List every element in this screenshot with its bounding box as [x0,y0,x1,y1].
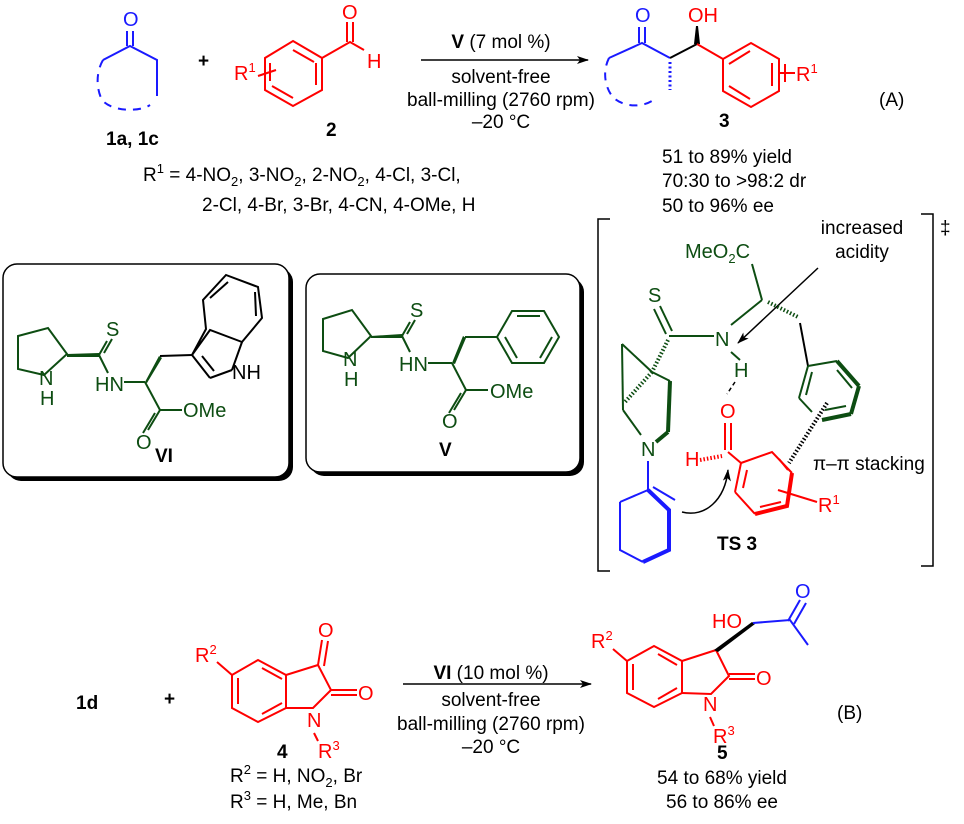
result-yield: 54 to 68% yield [657,768,787,789]
scheme-a: O 1a, 1c + O H R1 2 V (7 mol %) [96,2,904,217]
atom-nh: NH [232,362,261,384]
atom-h: H [344,369,358,391]
arrow-condition-3: –20 °C [472,112,530,133]
result-yield: 51 to 89% yield [662,147,792,168]
atom-oh: OH [688,5,718,27]
catalyst-v-structure: S HN N H OMe O [322,300,561,433]
atom-o-lactam: O [358,683,374,705]
atom-n: N [703,694,717,716]
r1-definition: R1 = 4-NO2, 3-NO2, 2-NO2, 4-Cl, 3-Cl, 2-… [143,161,475,216]
ts-label: TS 3 [717,534,757,555]
bracket-right [921,213,934,567]
atom-hn: HN [95,374,124,396]
reactant-1-ketone: O 1a, 1c [96,9,159,150]
reaction-arrow-a: V (7 mol %) solvent-free ball-milling (2… [407,32,595,133]
substituent-r1: R1 [234,60,256,85]
compound-label-4: 4 [277,742,288,763]
atom-o-ketone: O [795,581,811,603]
product-5-results: 54 to 68% yield 56 to 86% ee [657,768,787,813]
atom-h-amide: H [734,360,748,382]
r-definitions-b: R2 = H, NO2, Br R3 = H, Me, Bn [230,762,363,813]
arrow-condition-2: ball-milling (2760 rpm) [407,90,595,111]
catalyst-label-vi: VI [155,446,173,467]
atom-ome: OMe [490,381,533,403]
result-ee: 50 to 96% ee [662,196,774,217]
atom-ome: OMe [183,400,226,422]
substituent-r3: R3 [318,738,340,763]
atom-o: O [720,401,736,423]
atom-o: O [123,9,139,31]
substituent-r2: R2 [195,642,217,667]
pi-stacking-bond [787,401,829,465]
atom-o-lactam: O [756,668,772,690]
catalyst-vi-structure: S HN N H NH OMe O [17,273,264,454]
transition-state-ts3: ‡ increased acidity MeO2C S N H N [597,213,951,572]
arrow-condition-1: solvent-free [441,690,540,711]
atom-s: S [648,285,661,307]
atom-h-ald: H [685,449,699,471]
catalyst-label-v: V [439,440,452,461]
result-ee: 56 to 86% ee [666,792,778,813]
product-5: O N HO O R2 R3 5 [591,581,811,764]
compound-label-5: 5 [717,743,728,764]
r2-definition: R2 = H, NO2, Br [230,762,363,790]
bracket-left [597,218,610,572]
scheme-label-b: (B) [837,703,862,724]
atom-s: S [410,300,423,322]
compound-label-3: 3 [719,111,730,132]
atom-o: O [442,411,458,433]
atom-o: O [136,432,152,454]
catalyst-box-vi: S HN N H NH OMe O VI [2,263,293,481]
atom-hn: HN [399,354,428,376]
atom-o: O [635,5,651,27]
reactant-label-1d: 1d [76,693,98,714]
r3-definition: R3 = H, Me, Bn [230,788,357,813]
substituent-r3: R3 [713,723,735,748]
substituent-r2: R2 [591,628,613,653]
attack-arrow [681,469,731,514]
reactant-2-benzaldehyde: O H R1 2 [234,2,381,141]
atom-n-amide: N [715,329,729,351]
plus-sign: + [164,689,175,710]
product-3: O OH R1 3 [604,5,818,132]
plus-sign: + [198,51,209,72]
atom-s: S [106,319,119,341]
atom-n: N [343,349,357,371]
result-dr: 70:30 to >98:2 dr [662,171,807,192]
atom-o: O [342,2,358,24]
atom-ho: HO [712,611,742,633]
arrow-catalyst-label: VI (10 mol %) [433,663,548,684]
atom-n: N [39,368,53,390]
annotation-acidity-1: increased [821,218,903,239]
arrow-condition-2: ball-milling (2760 rpm) [397,714,585,735]
reactant-4-isatin: O O N R3 R2 4 [195,620,374,763]
substituent-r1: R1 [818,492,840,517]
atom-n-enamine: N [641,439,655,461]
scheme-label-a: (A) [879,90,904,111]
r1-definition-line-2: 2-Cl, 4-Br, 3-Br, 4-CN, 4-OMe, H [202,195,475,216]
atom-n: N [307,710,321,732]
reaction-arrow-b: VI (10 mol %) solvent-free ball-milling … [397,663,592,758]
arrow-condition-3: –20 °C [462,737,520,758]
annotation-acidity-2: acidity [835,242,889,263]
annotation-pi-stacking: π–π stacking [813,454,925,475]
hydrogen-bond [726,381,736,395]
atom-o-ketone: O [318,620,334,642]
compound-label-1a-1c: 1a, 1c [106,129,159,150]
atom-h: H [367,51,381,73]
arrow-condition-1: solvent-free [451,67,550,88]
r1-definition-line-1: R1 = 4-NO2, 3-NO2, 2-NO2, 4-Cl, 3-Cl, [143,161,461,189]
atom-ester: MeO2C [685,241,750,266]
compound-label-2: 2 [326,120,337,141]
atom-h: H [40,388,54,410]
arrow-catalyst-label: V (7 mol %) [451,32,550,53]
dagger-symbol: ‡ [940,218,951,239]
substituent-r1: R1 [796,61,818,86]
product-3-results: 51 to 89% yield 70:30 to >98:2 dr 50 to … [662,147,807,217]
scheme-b: 1d + O O N R3 R2 4 R2 = H, NO2, Br R3 = … [76,581,862,813]
catalyst-box-v: S HN N H OMe O V [305,273,584,476]
